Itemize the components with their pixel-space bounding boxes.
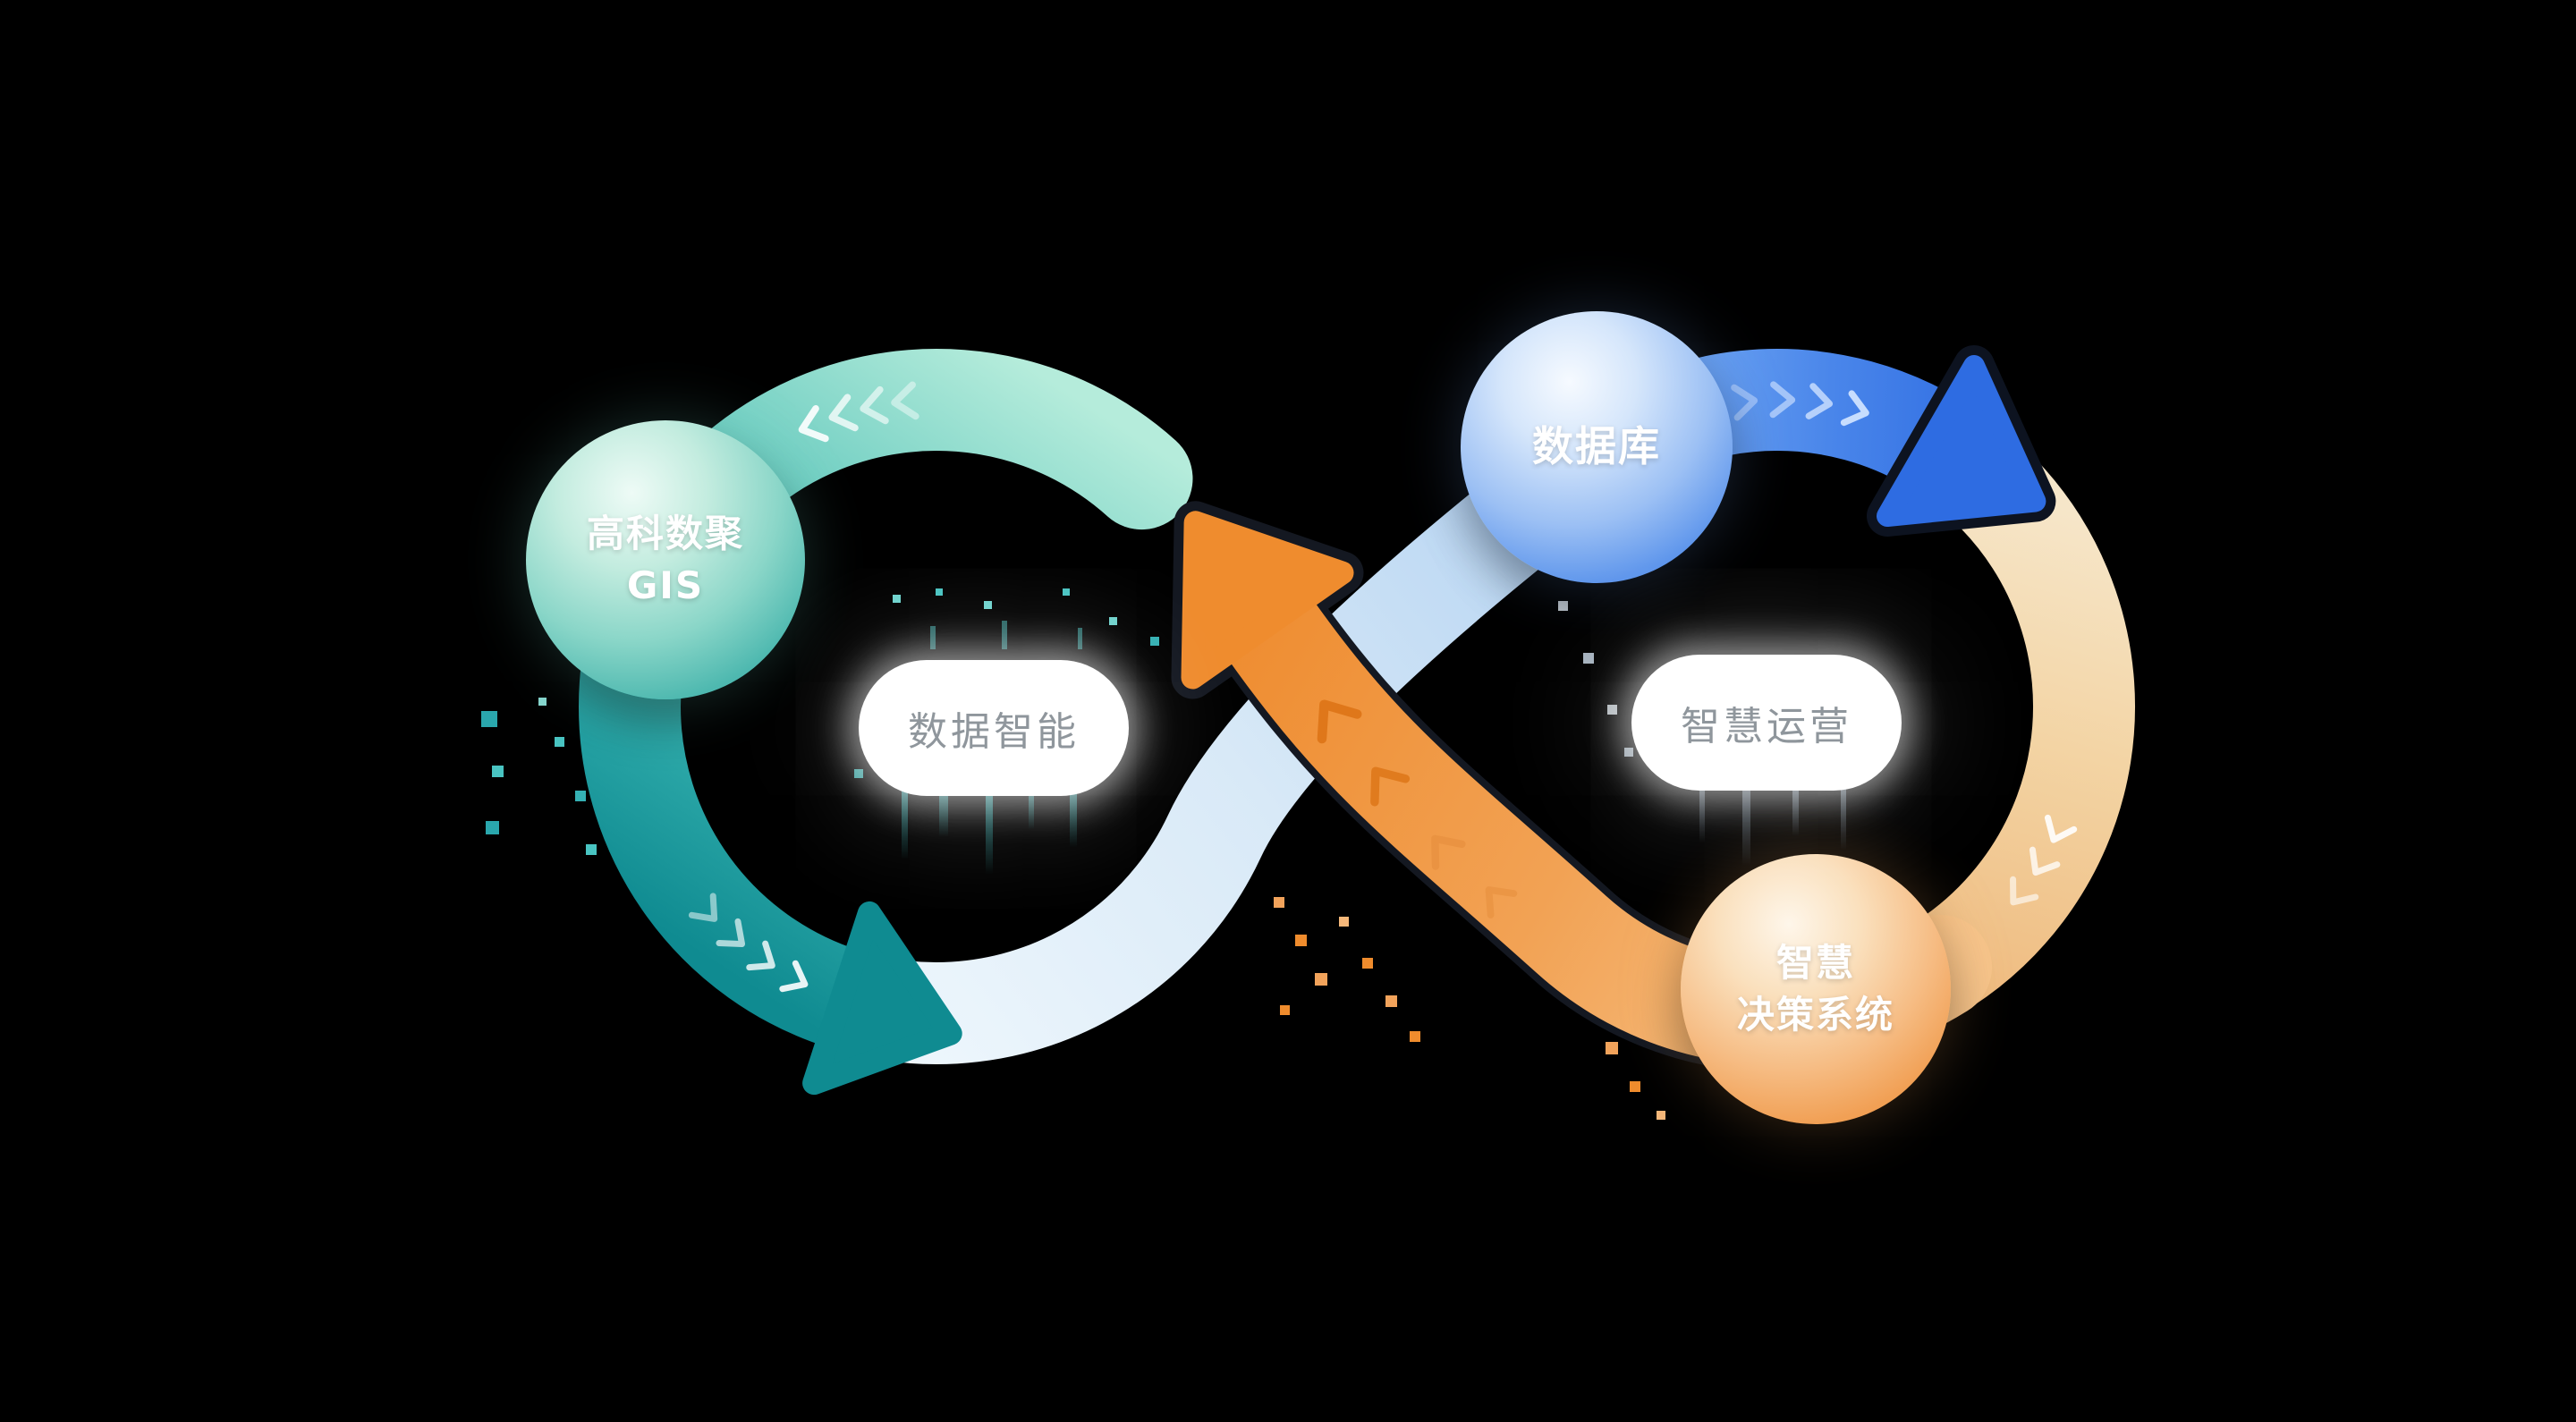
particle: [893, 595, 901, 603]
particle: [1339, 917, 1349, 927]
particle: [586, 844, 597, 855]
loop-label-data-intelligence-text: 数据智能: [908, 709, 1080, 755]
cream-band: [1870, 442, 2135, 1028]
streak: [930, 626, 936, 649]
particle: [1109, 617, 1117, 625]
streak: [1002, 621, 1007, 649]
node-gis-label: 高科数聚 GIS: [587, 508, 744, 612]
particle: [1315, 973, 1327, 986]
node-decision-label-line1: 智慧: [1775, 941, 1855, 986]
particle: [1274, 897, 1284, 908]
particle: [1385, 995, 1397, 1007]
particle: [1295, 935, 1307, 946]
streak: [902, 778, 908, 860]
loop-label-data-intelligence: 数据智能: [859, 660, 1129, 796]
particle: [538, 698, 547, 706]
streak: [1742, 789, 1750, 868]
particle: [1630, 1081, 1640, 1092]
node-gis-label-line2: GIS: [626, 563, 705, 607]
teal-streaks: [902, 621, 1082, 875]
node-decision-sphere: 智慧 决策系统: [1681, 854, 1951, 1124]
particle: [555, 737, 564, 747]
node-gis-sphere: 高科数聚 GIS: [526, 420, 805, 699]
particle: [1063, 588, 1070, 596]
particle: [575, 791, 586, 801]
teal-particles: [481, 588, 1159, 855]
node-database-sphere: 数据库: [1461, 311, 1733, 583]
node-decision-label: 智慧 决策系统: [1737, 937, 1894, 1041]
node-database-label: 数据库: [1532, 419, 1661, 475]
loop-label-smart-operation-text: 智慧运营: [1681, 704, 1852, 749]
particle: [492, 766, 504, 777]
pale-blue-band: [821, 413, 1640, 1064]
loop-label-smart-operation: 智慧运营: [1631, 655, 1902, 791]
streak: [939, 780, 948, 837]
particle: [1624, 748, 1633, 757]
particle: [1606, 1042, 1618, 1054]
particle: [486, 821, 499, 834]
node-gis-label-line1: 高科数聚: [586, 512, 744, 556]
particle: [1607, 705, 1617, 715]
blue-arrowhead-icon: [1877, 355, 2046, 527]
pale-blue-band-path: [821, 413, 1640, 1064]
node-database-label-text: 数据库: [1532, 422, 1661, 471]
particle: [481, 711, 497, 727]
particle: [854, 769, 863, 778]
blue-streaks: [1699, 787, 1846, 868]
particle: [1410, 1031, 1420, 1042]
teal-arrowhead-icon: [802, 901, 962, 1096]
particle: [1657, 1111, 1665, 1120]
particle: [1558, 601, 1568, 611]
streak: [1029, 780, 1034, 830]
particle: [984, 601, 992, 609]
node-decision-label-line2: 决策系统: [1736, 993, 1894, 1037]
orange-particles: [1274, 897, 1665, 1120]
particle: [936, 588, 943, 596]
streak: [1699, 787, 1705, 844]
streak: [986, 782, 993, 875]
particle: [1150, 637, 1159, 646]
streak: [1070, 778, 1077, 848]
white-dot-trail: [1558, 601, 1633, 757]
particle: [1362, 958, 1373, 969]
streak: [1078, 628, 1082, 649]
cream-band-path: [1870, 442, 2135, 1028]
streak: [1792, 791, 1799, 837]
particle: [1583, 653, 1594, 664]
orange-arrowhead-icon: [1181, 511, 1354, 690]
streak: [1841, 787, 1846, 851]
particle: [1280, 1005, 1290, 1015]
